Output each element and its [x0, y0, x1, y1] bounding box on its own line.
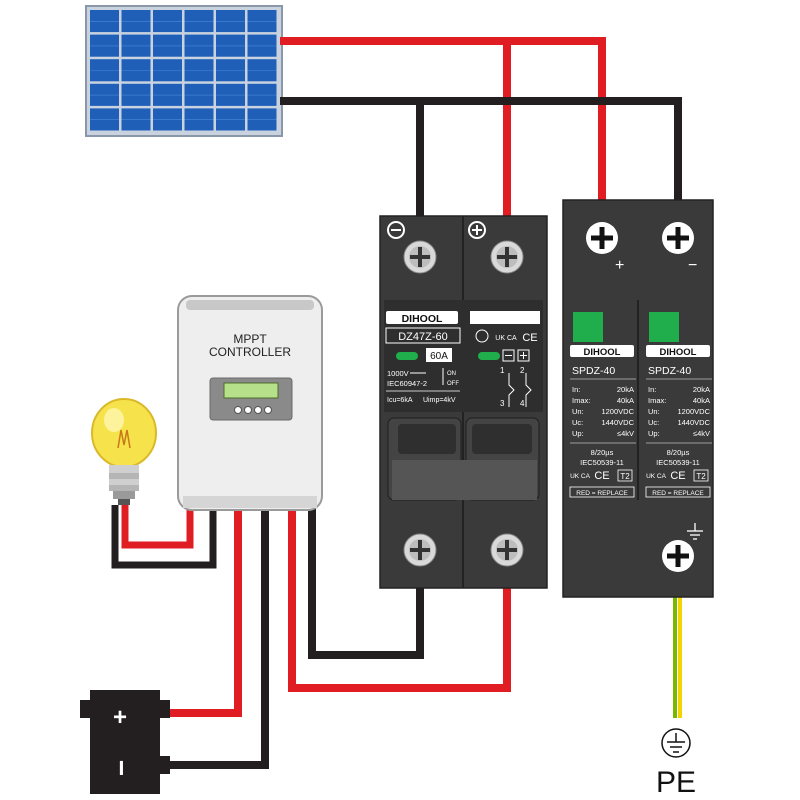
svg-text:DIHOOL: DIHOOL [402, 313, 443, 325]
pe-ground: PE [656, 728, 696, 799]
breaker-model: DZ47Z-60 [398, 331, 448, 343]
spd-standard: IEC50539-11 [656, 458, 700, 467]
spd-spec-key: Imax: [648, 396, 666, 405]
spd-minus-label: − [688, 257, 697, 274]
spd-spec-key: In: [648, 385, 656, 394]
solar-panel [85, 5, 283, 137]
spd-spec-value: 20kA [693, 385, 710, 394]
spd-replace-note: RED = REPLACE [576, 490, 628, 497]
panel-positive-wire [280, 37, 606, 200]
breaker-ukca: UK CA [495, 335, 517, 342]
spd-spec-value: 40kA [693, 396, 710, 405]
spd-waveform: 8/20µs [667, 448, 690, 457]
breaker-positive-to-controller-wire [288, 505, 511, 692]
spd-spec-key: Imax: [572, 396, 590, 405]
breaker-terminal-bottom-negative[interactable] [403, 533, 437, 567]
breaker-standard: IEC60947-2 [387, 379, 427, 388]
spd-spec-value: 1200VDC [677, 407, 710, 416]
breaker-model-box [385, 327, 461, 344]
spd-terminal-negative[interactable] [662, 222, 694, 254]
controller-buttons [234, 406, 272, 414]
spd-plus-label: + [615, 257, 624, 274]
breaker-rating: 60A [430, 351, 448, 362]
spd-ground-symbol [687, 523, 703, 540]
spd-model: SPDZ-40 [648, 365, 691, 377]
breaker-negative-to-controller-wire [308, 505, 424, 659]
breaker-indicator-green [396, 352, 418, 360]
spd-spec-value: 1200VDC [601, 407, 634, 416]
breaker-icu: Icu=6kA [387, 397, 413, 404]
controller-title-line2: CONTROLLER [209, 345, 291, 359]
controller-to-lamp-negative-wire [111, 505, 217, 569]
spd-model: SPDZ-40 [572, 365, 615, 377]
spd-ukca: UK CA [646, 473, 667, 480]
spd-ukca: UK CA [570, 473, 591, 480]
breaker-uimp: Uimp=4kV [423, 397, 456, 404]
dc-breaker: DIHOOL DZ47Z-60 UK CA CE 60A 1000V ON OF… [379, 215, 548, 589]
breaker-terminal-top-negative[interactable] [403, 240, 437, 274]
mppt-controller: MPPT CONTROLLER [177, 295, 323, 511]
pe-label: PE [656, 766, 696, 799]
spd-spec-value: ≤4kV [617, 429, 634, 438]
breaker-pole-1: 1 [500, 366, 505, 375]
spd-spec-value: 1440VDC [677, 418, 710, 427]
spd-spec-key: Up: [648, 429, 660, 438]
breaker-pole-2: 2 [520, 366, 525, 375]
controller-lcd [223, 382, 279, 399]
spd-spec-key: Uc: [648, 418, 659, 427]
battery-positive-label: + [113, 704, 127, 731]
spd-spec-key: In: [572, 385, 580, 394]
breaker-indicator-green-2 [478, 352, 500, 360]
spd-status-window [649, 312, 679, 342]
spd-spec-key: Up: [572, 429, 584, 438]
spd-terminal-positive[interactable] [586, 222, 618, 254]
light-bulb [91, 398, 157, 505]
brand-logo: DIHOOL [386, 311, 458, 325]
controller-to-battery-negative-wire [160, 505, 269, 769]
breaker-terminal-bottom-positive[interactable] [490, 533, 524, 567]
spd-spec-value: ≤4kV [693, 429, 710, 438]
breaker-on-label: ON [447, 371, 456, 377]
spd-class: T2 [620, 472, 630, 481]
breaker-pole-4: 4 [520, 399, 525, 408]
battery: + − [80, 690, 170, 794]
breaker-terminal-top-positive[interactable] [490, 240, 524, 274]
spd-spec-key: Un: [572, 407, 584, 416]
breaker-pole-3: 3 [500, 399, 505, 408]
controller-to-lamp-positive-wire [121, 505, 194, 549]
spd-terminal-ground[interactable] [662, 540, 694, 572]
breaker-off-label: OFF [447, 381, 459, 387]
spd-status-window [573, 312, 603, 342]
controller-title-line1: MPPT [233, 332, 267, 346]
spd-spec-key: Un: [648, 407, 660, 416]
spd-replace-note: RED = REPLACE [652, 490, 704, 497]
spd-ce: CE [670, 470, 685, 482]
spd-brand: DIHOOL [584, 347, 621, 358]
spd-standard: IEC50539-11 [580, 458, 624, 467]
spd-class: T2 [696, 472, 706, 481]
spd-spec-value: 1440VDC [601, 418, 634, 427]
spd-brand: DIHOOL [660, 347, 697, 358]
spd-spec-value: 40kA [617, 396, 634, 405]
spd-spec-key: Uc: [572, 418, 583, 427]
battery-negative-label: − [106, 760, 137, 776]
earth-ground-icon [661, 728, 691, 758]
wires [111, 37, 682, 769]
panel-negative-wire [280, 97, 682, 200]
spd-ce: CE [594, 470, 609, 482]
breaker-ce: CE [522, 332, 537, 344]
spd-waveform: 8/20µs [591, 448, 614, 457]
controller-to-battery-positive-wire [160, 505, 242, 717]
spd-spec-value: 20kA [617, 385, 634, 394]
breaker-voltage: 1000V [387, 369, 409, 378]
